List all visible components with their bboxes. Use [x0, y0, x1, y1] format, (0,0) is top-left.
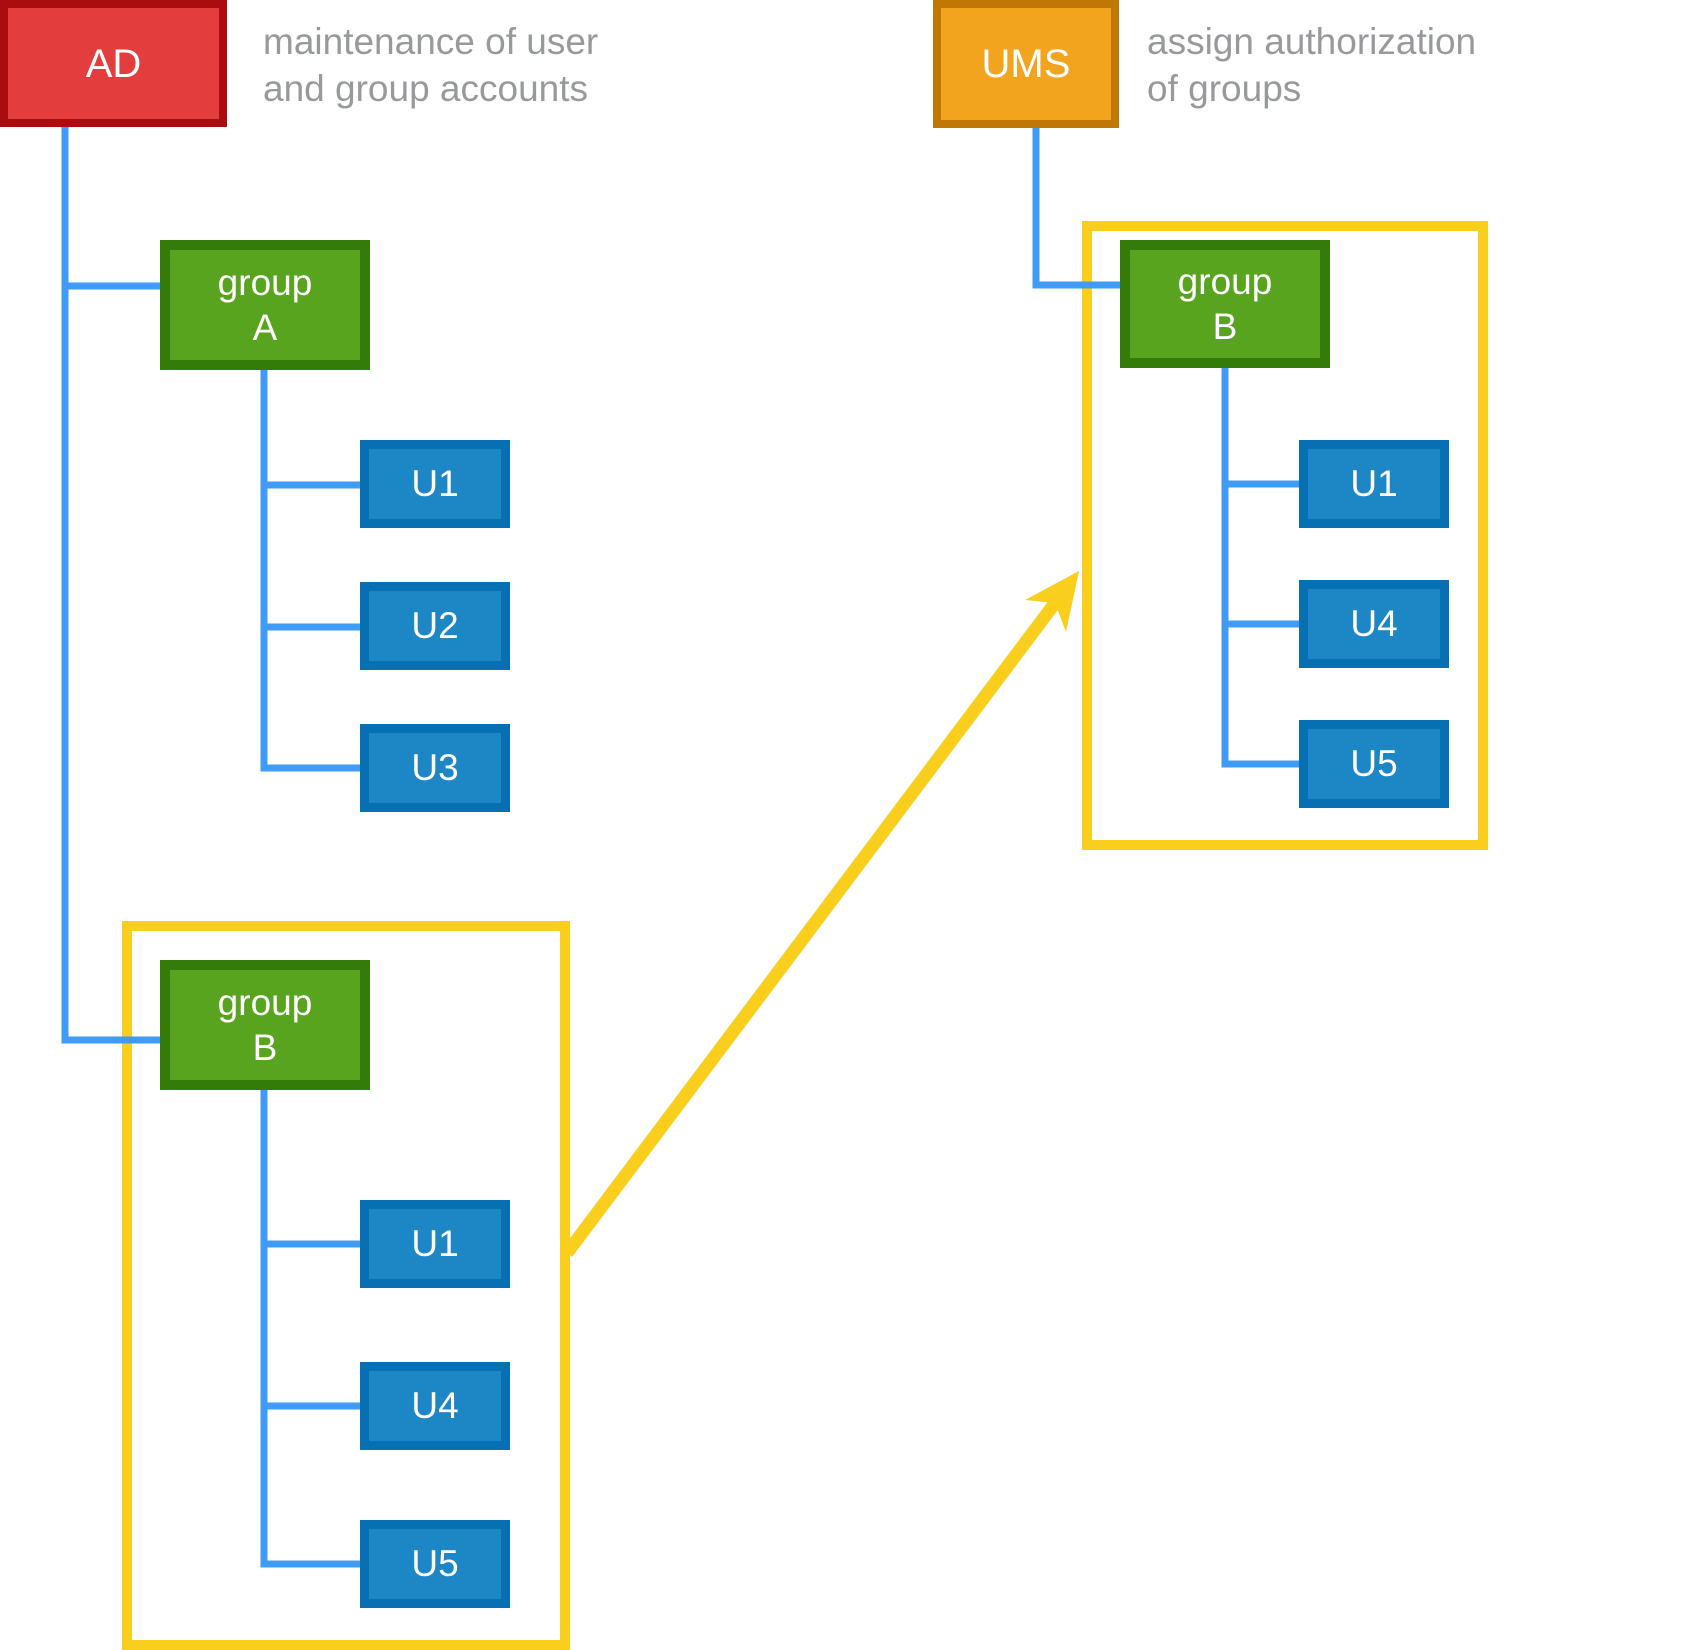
- group-b-left-tree-lines: [260, 1090, 360, 1568]
- ums-note-line1: assign authorization: [1147, 21, 1477, 62]
- group-b-right-tree-lines: [1221, 368, 1299, 768]
- user-label: U5: [1350, 742, 1398, 784]
- user-box-group-a-u2: U2: [360, 582, 510, 670]
- ums-label: UMS: [981, 42, 1071, 86]
- user-box-group-b-left-u1: U1: [360, 1200, 510, 1288]
- group-b-right-label-line1: group: [1177, 261, 1273, 302]
- group-b-left-label-line1: group: [217, 982, 313, 1023]
- group-b-right-label-line2: B: [1212, 306, 1238, 347]
- user-box-group-a-u3: U3: [360, 724, 510, 812]
- ad-note-line2: and group accounts: [263, 68, 589, 109]
- ums-box: UMS: [933, 0, 1119, 128]
- user-label: U4: [1350, 602, 1398, 644]
- user-box-group-b-right-u1: U1: [1299, 440, 1449, 528]
- ums-note: assign authorization of groups: [1147, 18, 1476, 112]
- ad-note-line1: maintenance of user: [263, 21, 599, 62]
- group-a-tree-lines: [260, 370, 360, 772]
- ums-group-b-container: [1082, 221, 1488, 850]
- group-b-left-label-line2: B: [252, 1027, 278, 1068]
- ad-box: AD: [0, 0, 227, 127]
- ums-connector-line: [1032, 128, 1120, 289]
- user-box-group-a-u1: U1: [360, 440, 510, 528]
- group-a-label-line1: group: [217, 262, 313, 303]
- ums-note-line2: of groups: [1147, 68, 1302, 109]
- ad-group-b-container: [122, 921, 570, 1650]
- group-a-label-line2: A: [252, 307, 278, 348]
- user-label: U4: [411, 1384, 459, 1426]
- user-label: U1: [1350, 462, 1398, 504]
- sync-arrow-line: [561, 599, 1061, 1257]
- user-box-group-b-left-u4: U4: [360, 1362, 510, 1450]
- user-box-group-b-left-u5: U5: [360, 1520, 510, 1608]
- user-box-group-b-right-u4: U4: [1299, 580, 1449, 668]
- user-box-group-b-right-u5: U5: [1299, 720, 1449, 808]
- user-label: U5: [411, 1542, 459, 1584]
- ad-label: AD: [85, 41, 142, 86]
- group-b-left-box: group B: [160, 960, 370, 1090]
- ad-connector-lines: [61, 127, 160, 1044]
- group-a-box: group A: [160, 240, 370, 370]
- sync-arrow-head: [1025, 571, 1079, 632]
- ad-note: maintenance of user and group accounts: [263, 18, 598, 112]
- user-label: U2: [411, 604, 459, 646]
- group-b-right-box: group B: [1120, 240, 1330, 368]
- user-label: U1: [411, 1222, 459, 1264]
- user-label: U3: [411, 746, 459, 788]
- user-label: U1: [411, 462, 459, 504]
